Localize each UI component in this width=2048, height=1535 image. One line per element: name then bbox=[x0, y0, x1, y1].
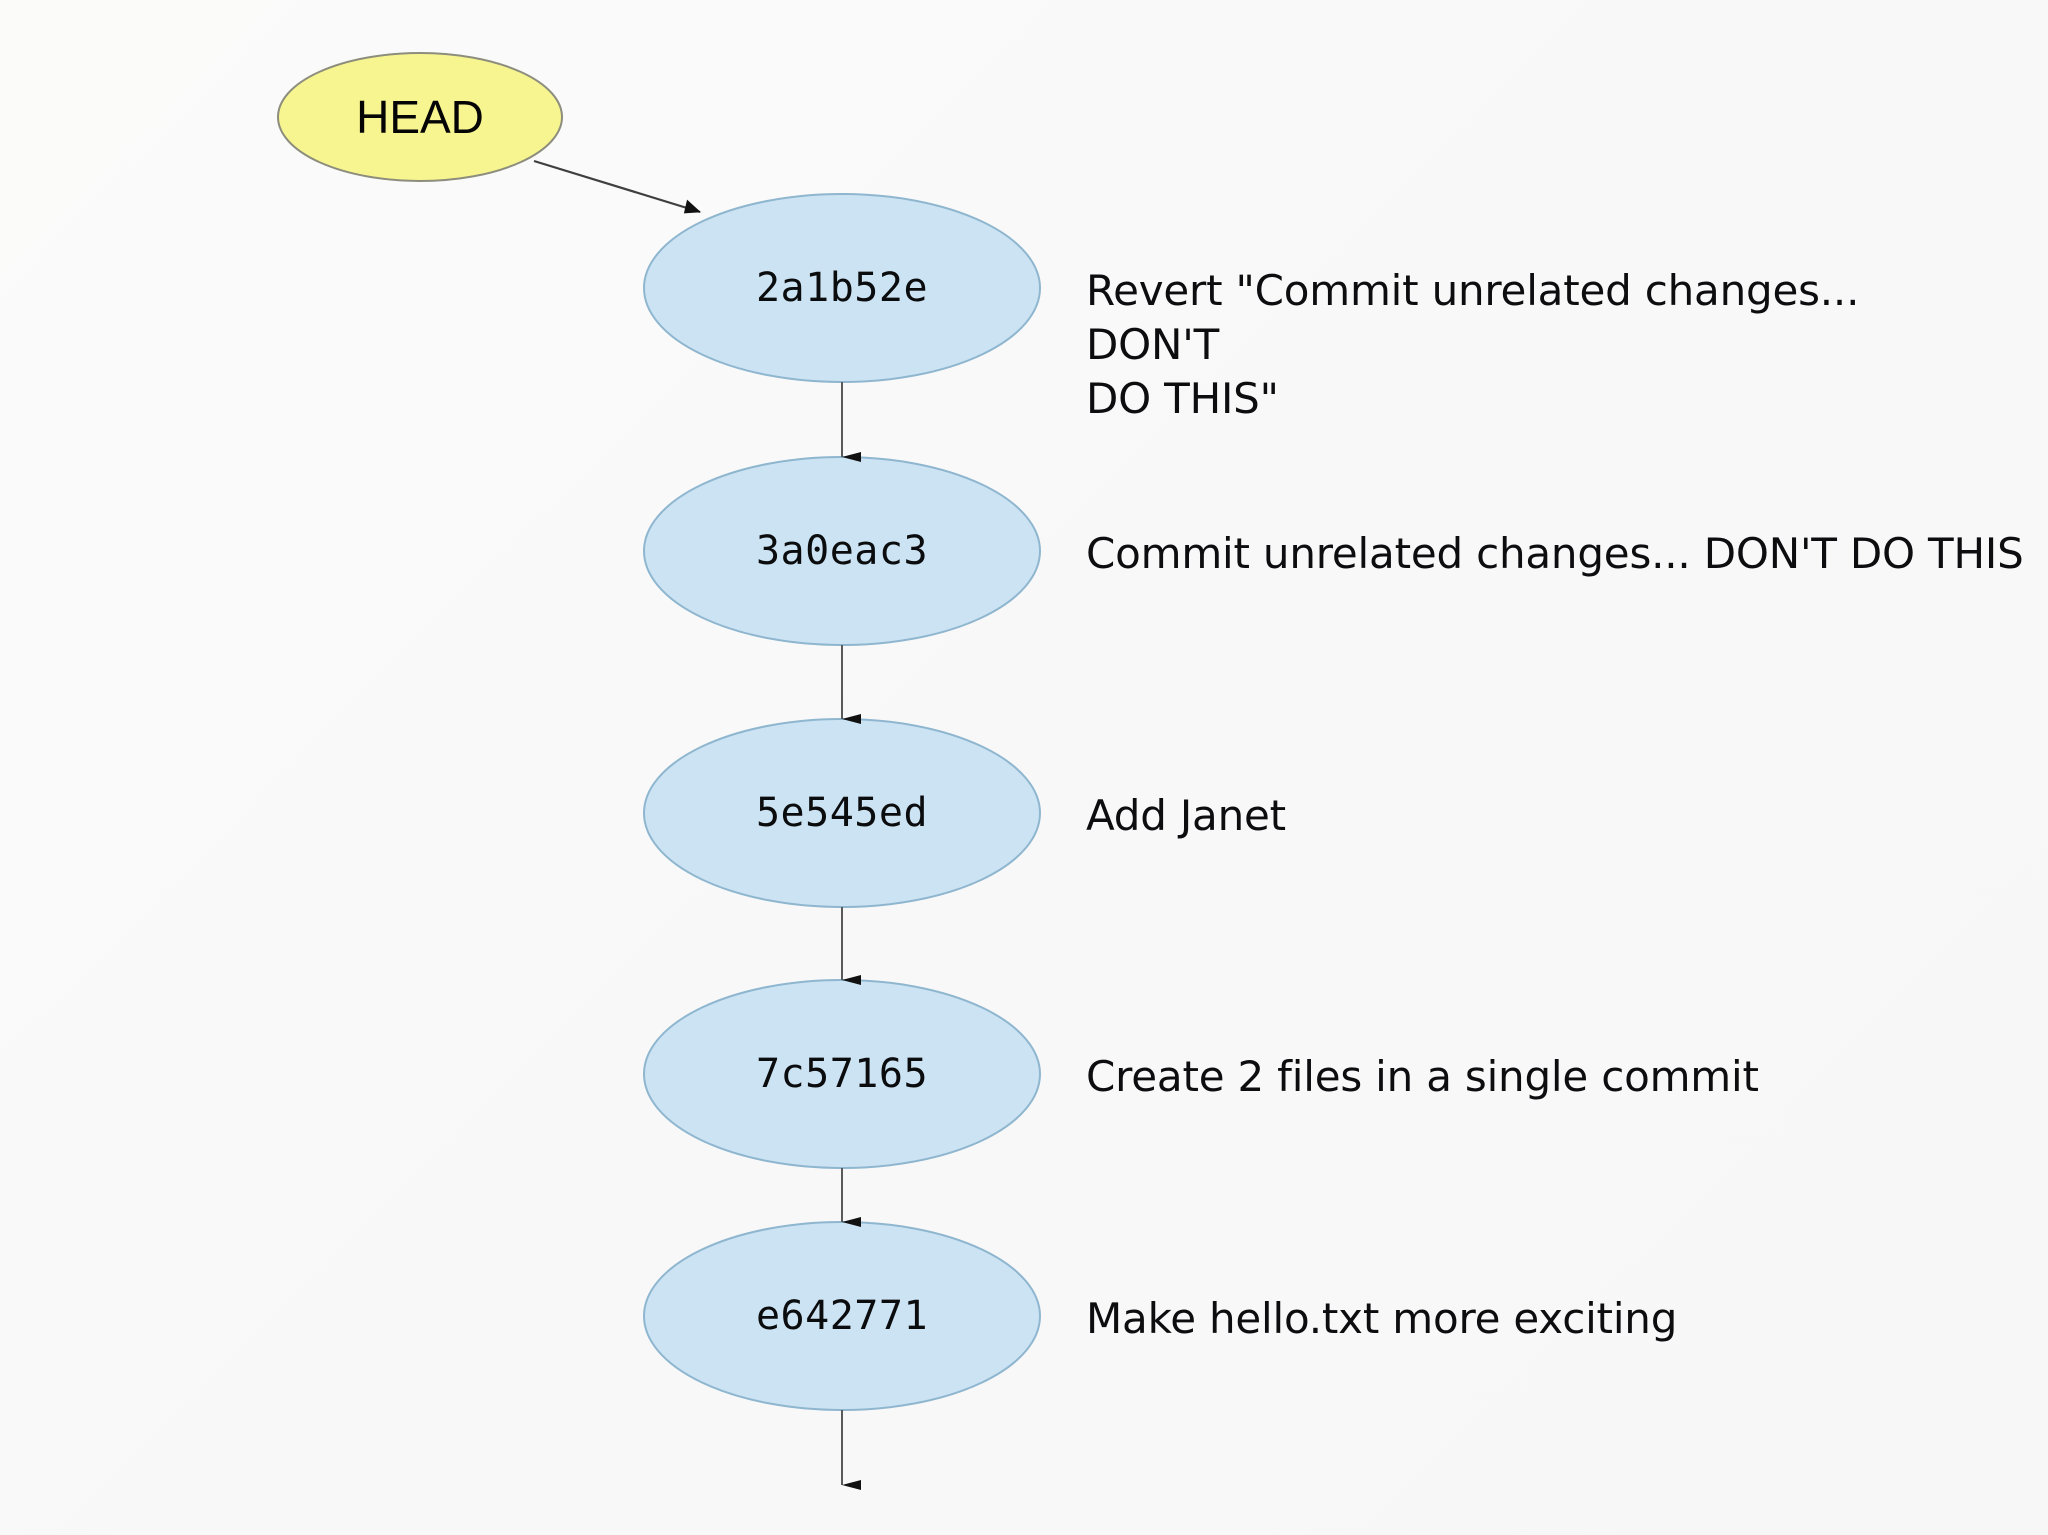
edge-head-to-2a1b52e bbox=[533, 159, 701, 214]
commit-ellipse-4[interactable] bbox=[643, 1221, 1041, 1411]
commit-ellipse-3[interactable] bbox=[643, 979, 1041, 1169]
commit-ellipse-2[interactable] bbox=[643, 718, 1041, 908]
commit-ellipse-0[interactable] bbox=[643, 193, 1041, 383]
commit-message-1: Commit unrelated changes... DON'T DO THI… bbox=[1086, 529, 2024, 578]
commit-message-0: Revert "Commit unrelated changes... DON'… bbox=[1086, 266, 1860, 423]
head-ellipse[interactable] bbox=[277, 52, 563, 182]
commit-ellipse-1[interactable] bbox=[643, 456, 1041, 646]
commit-message-4: Make hello.txt more exciting bbox=[1086, 1294, 1678, 1343]
commit-message-3: Create 2 files in a single commit bbox=[1086, 1052, 1759, 1101]
commit-message-2: Add Janet bbox=[1086, 791, 1286, 840]
